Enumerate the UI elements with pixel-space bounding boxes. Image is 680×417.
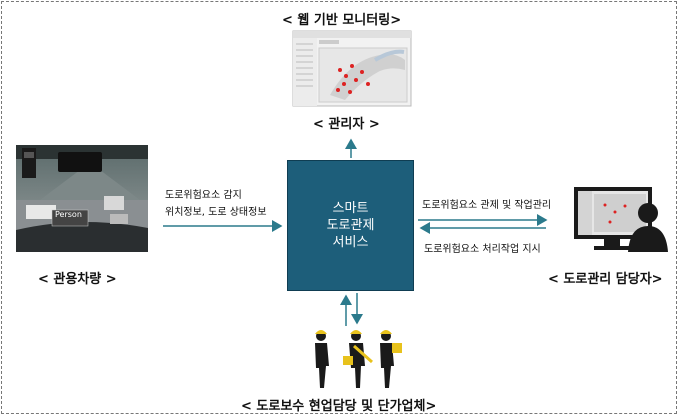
right-note-2: 도로위험요소 처리작업 지시 bbox=[424, 244, 541, 255]
vehicle-tag: Person bbox=[55, 210, 82, 219]
bottom-label: < 도로보수 현업담당 및 단가업체> bbox=[241, 399, 437, 414]
right-note-1: 도로위험요소 관제 및 작업관리 bbox=[422, 200, 552, 211]
center-line-1: 스마트 bbox=[332, 201, 369, 216]
top-sublabel: < 관리자 > bbox=[313, 117, 380, 132]
center-line-2: 도로관제 bbox=[326, 218, 375, 233]
center-line-3: 서비스 bbox=[332, 235, 369, 250]
left-label: < 관용차량 > bbox=[38, 272, 117, 287]
right-label: < 도로관리 담당자> bbox=[548, 272, 663, 287]
top-label: < 웹 기반 모니터링> bbox=[282, 13, 402, 28]
smart-road-control-service-box: 스마트 도로관제 서비스 bbox=[287, 160, 414, 291]
left-note-1: 도로위험요소 감지 bbox=[165, 190, 242, 201]
left-note-2: 위치정보, 도로 상태정보 bbox=[165, 207, 267, 218]
